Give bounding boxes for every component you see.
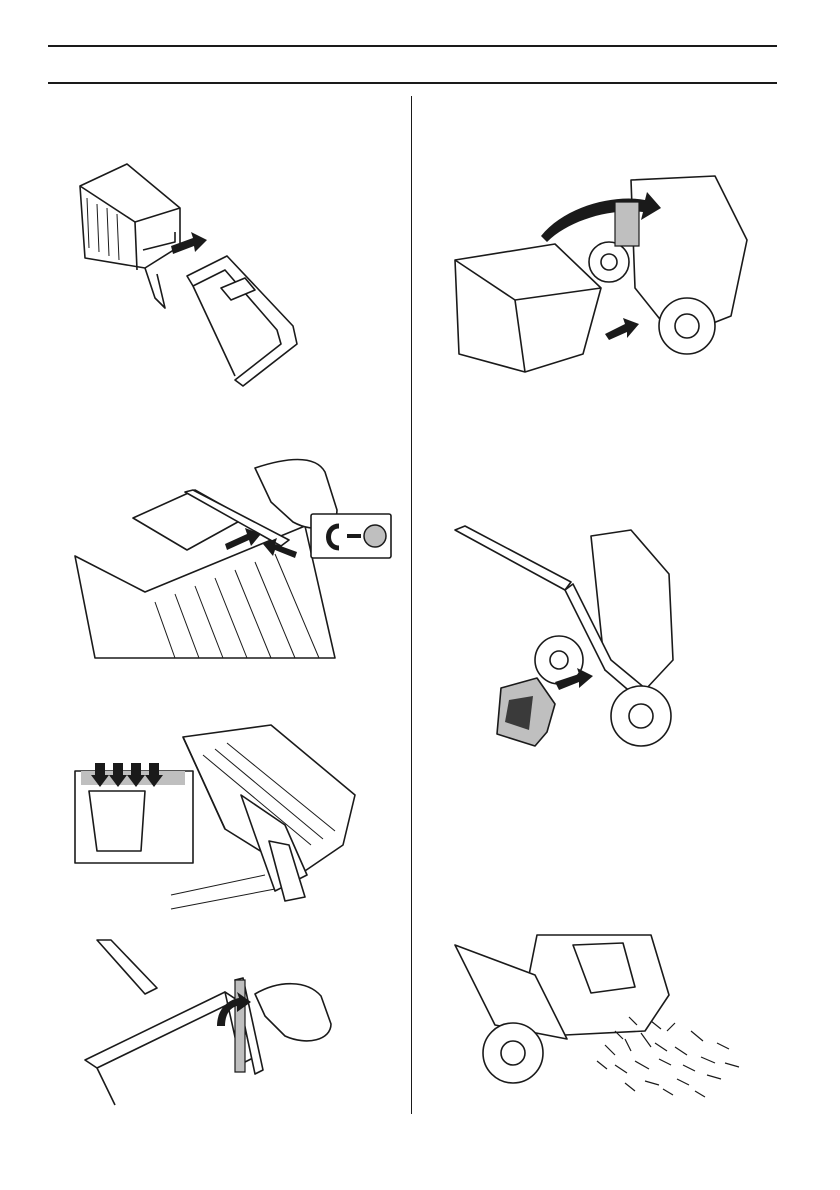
- fig-mount-catcher-on-mower: [455, 176, 747, 372]
- fig-bag-cover-press: [75, 725, 397, 920]
- handle-flip-icon: [75, 940, 375, 1105]
- fig-mulching-discharge: [455, 935, 747, 1100]
- grass-catcher-frame-icon: [75, 158, 305, 398]
- bag-cover-press-icon: [75, 725, 397, 920]
- fig-side-discharge-plug: [455, 530, 701, 752]
- mulching-icon: [455, 935, 747, 1100]
- header-rule-top: [48, 45, 777, 47]
- bag-clip-icon: [75, 462, 395, 662]
- header-rule-bottom: [48, 82, 777, 84]
- column-divider: [411, 96, 412, 1114]
- mount-catcher-icon: [455, 176, 747, 372]
- discharge-plug-icon: [455, 530, 701, 752]
- fig-grass-catcher-frame-insert: [75, 158, 305, 398]
- fig-bag-clip-attach: [75, 462, 395, 662]
- fig-handle-flip: [75, 940, 375, 1105]
